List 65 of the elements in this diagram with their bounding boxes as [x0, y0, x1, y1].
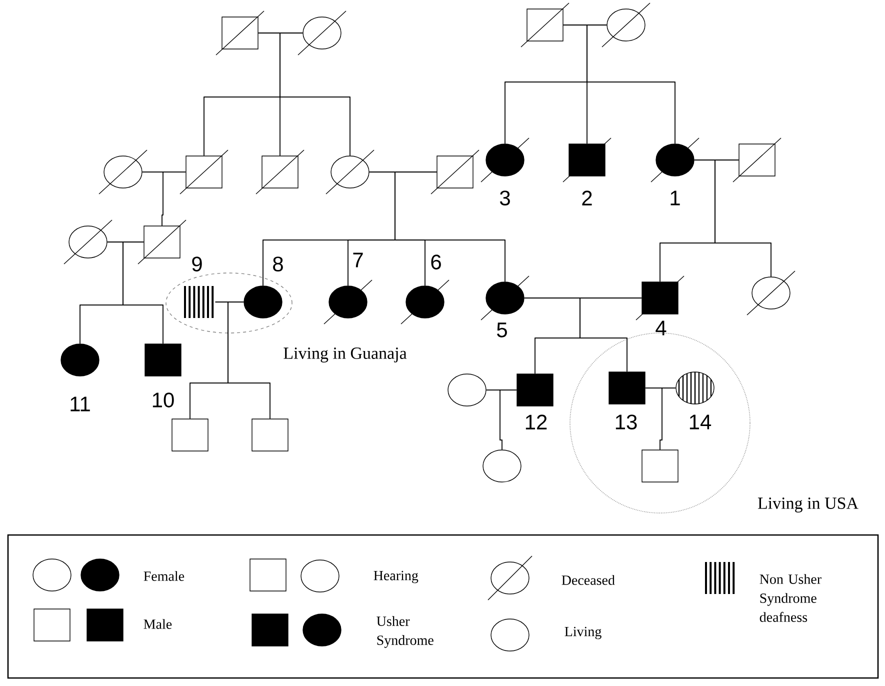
female-symbol [400, 280, 450, 324]
pedigree-line [660, 388, 676, 450]
individual-number: 14 [690, 414, 712, 430]
legend-label: Hearing [374, 570, 418, 584]
male-symbol [216, 10, 264, 56]
female-symbol [482, 450, 522, 482]
male-symbol [180, 150, 228, 194]
female-symbol [480, 276, 530, 320]
hatched-symbol [184, 286, 214, 318]
female-symbol [602, 2, 650, 48]
female-symbol [98, 150, 148, 194]
individual-number: 13 [616, 414, 637, 430]
pedigree-line [280, 32, 350, 156]
pedigree-line [714, 160, 772, 277]
male-symbol [520, 2, 570, 48]
pedigree-line [580, 298, 642, 372]
pedigree-line [122, 242, 164, 344]
individual-number: 2 [582, 190, 592, 206]
legend-label: Male [144, 619, 172, 629]
individual-number: 3 [500, 190, 510, 206]
location-label: Living in Guanaja [284, 348, 407, 362]
pedigree-line [394, 172, 506, 282]
male-symbol [732, 138, 782, 182]
female-symbol [64, 220, 112, 264]
legend-label: Deceased [562, 575, 615, 585]
pedigree-line [162, 172, 186, 226]
individual-number: 11 [70, 396, 90, 412]
pedigree-line [586, 24, 676, 144]
legend-label: Female [144, 571, 184, 581]
male-symbol [608, 372, 646, 404]
individual-number: 6 [431, 254, 441, 270]
male-symbol [636, 276, 684, 320]
individual-number: 10 [152, 392, 174, 408]
pedigree-line [500, 390, 517, 450]
male-symbol [172, 418, 208, 452]
male-symbol [562, 138, 612, 182]
legend-label: Usher Syndrome [376, 616, 434, 648]
individual-number: 1 [670, 190, 680, 206]
individual-number: 9 [192, 256, 202, 272]
female-symbol [60, 344, 100, 376]
individual-number: 12 [526, 414, 547, 430]
individual-number: 8 [273, 256, 283, 272]
legend-label: Non Usher Syndrome deafness [760, 574, 822, 622]
female-symbol [676, 372, 714, 404]
female-symbol [244, 286, 282, 318]
female-symbol [324, 280, 372, 324]
male-symbol [642, 450, 678, 482]
female-symbol [650, 138, 700, 182]
individual-number: 7 [353, 252, 363, 268]
male-symbol [138, 220, 186, 264]
legend-label: Living [564, 626, 602, 640]
male-symbol [430, 150, 480, 194]
female-symbol [326, 150, 374, 194]
female-symbol [480, 138, 530, 182]
male-symbol [252, 418, 288, 452]
location-label: Living in USA [758, 498, 858, 512]
female-symbol [746, 270, 796, 316]
female-symbol [448, 374, 486, 406]
individual-number: 4 [656, 320, 666, 336]
male-symbol [144, 344, 182, 376]
pedigree-line [228, 302, 270, 419]
male-symbol [516, 374, 554, 406]
male-symbol [256, 150, 304, 194]
individual-number: 5 [497, 322, 507, 338]
female-symbol [298, 10, 346, 56]
